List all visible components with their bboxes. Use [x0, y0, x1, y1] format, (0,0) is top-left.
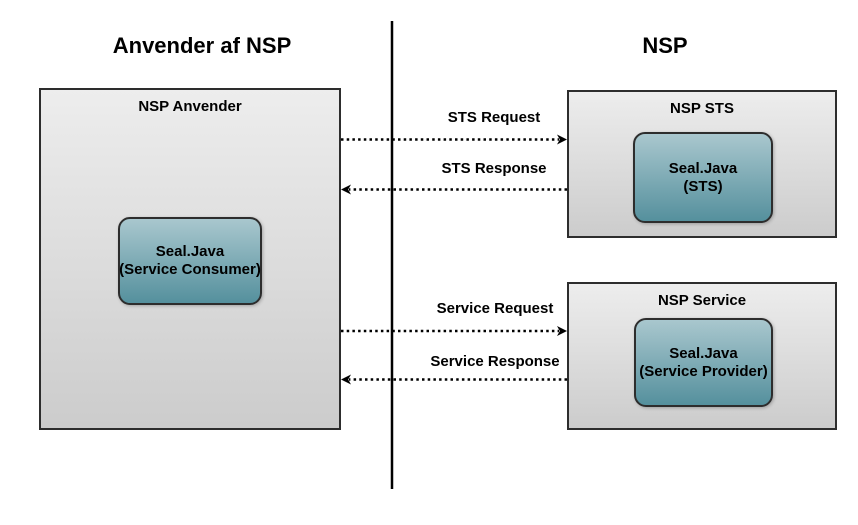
nsp-service-label: NSP Service: [657, 292, 747, 309]
seal-java-service-provider-box: Seal.Java (Service Provider): [634, 318, 773, 407]
seal-java-service-consumer-box: Seal.Java (Service Consumer): [118, 217, 262, 305]
seal-java-service-provider-line2: (Service Provider): [639, 362, 768, 380]
nsp-sts-label: NSP STS: [670, 100, 734, 117]
service-request-label: Service Request: [436, 300, 554, 317]
seal-java-sts-box: Seal.Java (STS): [633, 132, 773, 223]
sts-response-arrowhead-icon: [341, 184, 351, 195]
sts-response-label: STS Response: [441, 160, 547, 177]
left-section-title: Anvender af NSP: [112, 33, 292, 58]
service-response-arrowhead-icon: [341, 374, 351, 385]
seal-java-service-provider-line1: Seal.Java: [669, 344, 738, 362]
seal-java-sts-line2: (STS): [683, 177, 723, 195]
service-request-arrowhead-icon: [557, 326, 567, 336]
service-response-label: Service Response: [430, 353, 560, 370]
seal-java-sts-line1: Seal.Java: [668, 159, 738, 177]
sts-request-arrowhead-icon: [557, 134, 567, 145]
seal-java-service-consumer-line2: (Service Consumer): [119, 261, 261, 278]
right-section-title: NSP: [642, 33, 688, 58]
seal-java-service-consumer-line1: Seal.Java: [155, 243, 225, 260]
sts-request-label: STS Request: [447, 109, 541, 126]
nsp-anvender-label: NSP Anvender: [138, 98, 242, 115]
